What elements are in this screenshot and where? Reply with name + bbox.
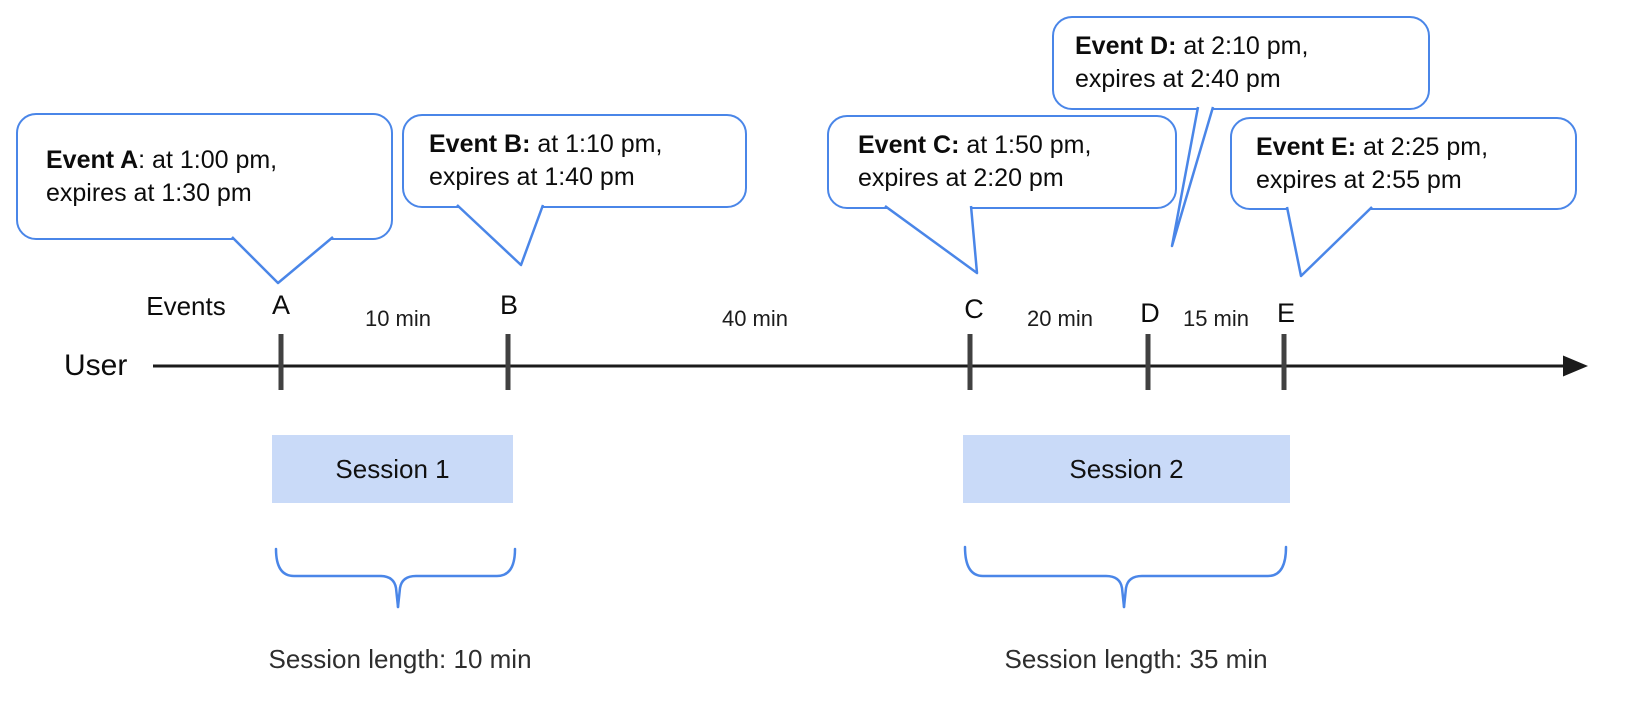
bubble-d-line2: expires at 2:40 pm bbox=[1075, 65, 1281, 93]
interval-label-c-d: 20 min bbox=[1026, 306, 1094, 331]
bubble-c-line1: Event C: at 1:50 pm, bbox=[858, 129, 1175, 162]
tick-e bbox=[1281, 334, 1287, 390]
session-1-brace-left bbox=[274, 547, 400, 609]
session-2-brace-left bbox=[963, 545, 1126, 609]
session-1-brace bbox=[274, 547, 517, 609]
bubble-b-time: at 1:10 pm, bbox=[530, 130, 663, 158]
event-mark-d: D bbox=[1140, 298, 1160, 328]
event-mark-c: C bbox=[964, 294, 984, 324]
bubble-tail-e bbox=[1285, 206, 1373, 278]
event-bubble-d: Event D: at 2:10 pm, expires at 2:40 pm bbox=[1052, 16, 1430, 110]
bubble-c-time: at 1:50 pm, bbox=[959, 131, 1092, 159]
session-2-label: Session 2 bbox=[1069, 453, 1184, 484]
user-axis-label: User bbox=[64, 349, 128, 382]
bubble-d-time: at 2:10 pm, bbox=[1176, 32, 1309, 60]
event-mark-e: E bbox=[1276, 298, 1296, 328]
event-mark-b: B bbox=[499, 290, 519, 320]
bubble-tail-d bbox=[1170, 106, 1215, 248]
bubble-tail-b bbox=[456, 204, 545, 267]
event-bubble-b: Event B: at 1:10 pm, expires at 1:40 pm bbox=[402, 114, 747, 208]
bubble-a-line2: expires at 1:30 pm bbox=[46, 178, 252, 207]
bubble-b-line2: expires at 1:40 pm bbox=[429, 163, 635, 191]
bubble-e-time: at 2:25 pm, bbox=[1356, 132, 1489, 161]
session-1-label: Session 1 bbox=[335, 453, 450, 484]
event-bubble-c: Event C: at 1:50 pm, expires at 2:20 pm bbox=[827, 115, 1177, 209]
bubble-e-title: Event E: bbox=[1256, 132, 1357, 161]
interval-label-b-c: 40 min bbox=[721, 306, 789, 331]
interval-label-d-e: 15 min bbox=[1182, 306, 1250, 331]
timeline-arrowhead-icon bbox=[1563, 355, 1588, 377]
tick-c bbox=[967, 334, 973, 390]
event-bubble-a: Event A: at 1:00 pm, expires at 1:30 pm bbox=[16, 113, 393, 240]
bubble-a-time: : at 1:00 pm, bbox=[138, 145, 278, 174]
bubble-a-title: Event A bbox=[46, 145, 139, 174]
bubble-c-title: Event C: bbox=[858, 131, 960, 159]
event-mark-a: A bbox=[271, 290, 291, 320]
bubble-tail-a bbox=[231, 236, 334, 285]
event-bubble-e: Event E: at 2:25 pm, expires at 2:55 pm bbox=[1230, 117, 1577, 210]
bubble-e-line2: expires at 2:55 pm bbox=[1256, 165, 1462, 194]
session-2-length-label: Session length: 35 min bbox=[1004, 644, 1268, 674]
interval-label-a-b: 10 min bbox=[364, 306, 432, 331]
session-2-brace-right bbox=[1122, 545, 1288, 609]
bubble-b-title: Event B: bbox=[429, 130, 531, 158]
session-1-brace-right bbox=[396, 547, 517, 609]
session-1-length-label: Session length: 10 min bbox=[268, 644, 532, 674]
bubble-tail-c bbox=[884, 204, 979, 275]
session-2-brace bbox=[963, 545, 1288, 609]
bubble-c-line2: expires at 2:20 pm bbox=[858, 164, 1064, 192]
session-1-box: Session 1 bbox=[272, 435, 513, 503]
tick-d bbox=[1145, 334, 1151, 390]
events-row-label: Events bbox=[146, 291, 226, 321]
tick-a bbox=[278, 334, 284, 390]
bubble-b-line1: Event B: at 1:10 pm, bbox=[429, 128, 745, 161]
bubble-a-line1: Event A: at 1:00 pm, bbox=[46, 144, 391, 177]
bubble-e-line1: Event E: at 2:25 pm, bbox=[1256, 131, 1575, 164]
bubble-d-line1: Event D: at 2:10 pm, bbox=[1075, 30, 1428, 63]
bubble-d-title: Event D: bbox=[1075, 32, 1177, 60]
session-2-box: Session 2 bbox=[963, 435, 1290, 503]
tick-b bbox=[505, 334, 511, 390]
